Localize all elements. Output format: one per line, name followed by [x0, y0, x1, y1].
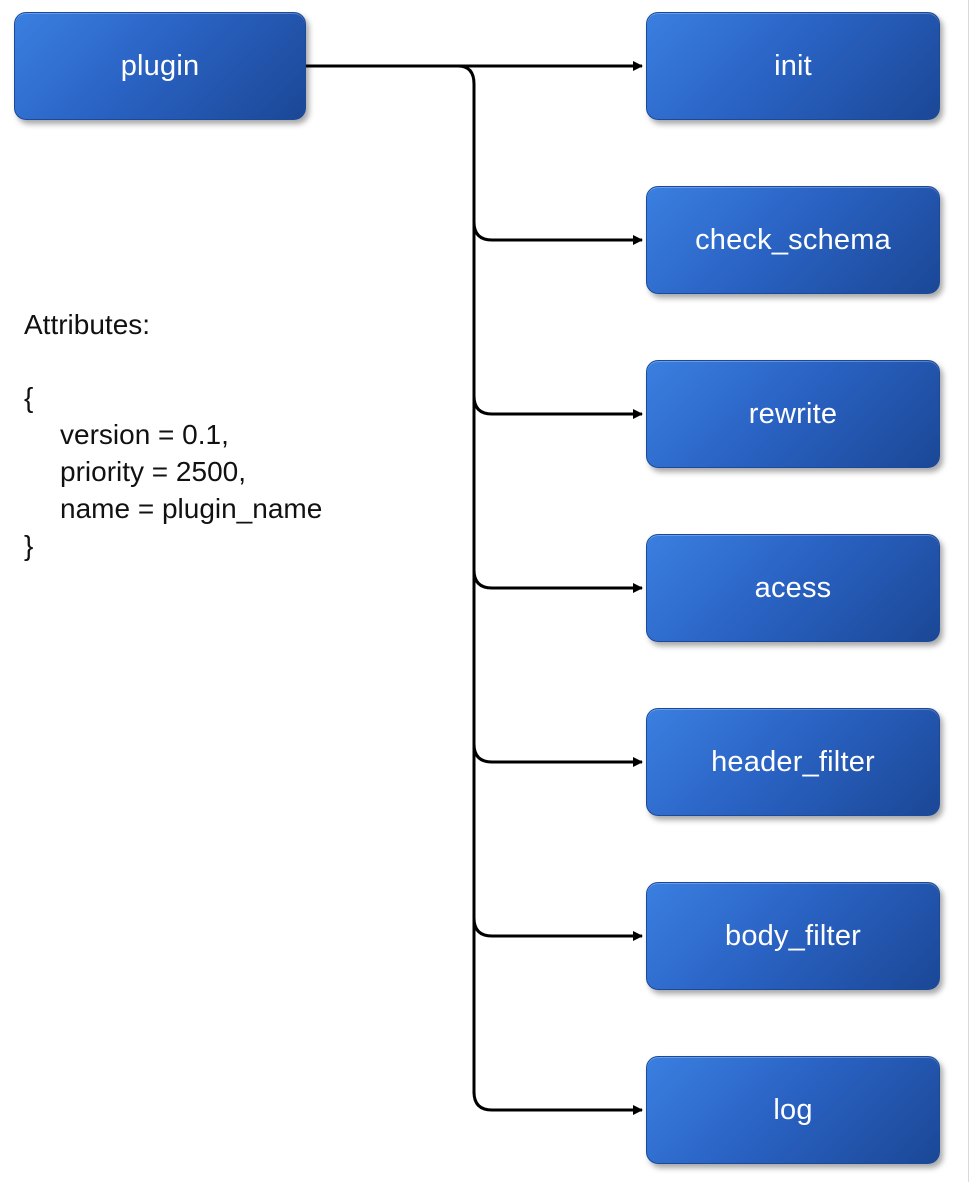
node-acess-label: acess: [754, 571, 832, 604]
connector-rewrite: [472, 395, 643, 419]
node-header-filter: header_filter: [646, 708, 940, 816]
node-rewrite-label: rewrite: [748, 397, 838, 430]
node-log: log: [646, 1056, 940, 1164]
node-acess: acess: [646, 534, 940, 642]
connector-log: [472, 1091, 643, 1115]
connector-acess: [472, 569, 643, 593]
attributes-spacer: [24, 343, 322, 379]
connector-header-filter: [472, 743, 643, 767]
node-check-schema: check_schema: [646, 186, 940, 294]
attributes-open-brace: {: [24, 382, 34, 413]
node-body-filter-label: body_filter: [725, 919, 861, 952]
attribute-version: version = 0.1,: [60, 419, 229, 450]
attribute-name: name = plugin_name: [60, 493, 323, 524]
attribute-priority: priority = 2500,: [60, 456, 246, 487]
connector-trunk: [457, 64, 476, 1094]
attributes-block: Attributes: { version = 0.1, priority = …: [24, 306, 322, 564]
node-check-schema-label: check_schema: [695, 223, 891, 256]
attributes-close-brace: }: [24, 530, 34, 561]
node-log-label: log: [773, 1093, 813, 1126]
node-header-filter-label: header_filter: [711, 745, 875, 778]
node-plugin: plugin: [14, 12, 306, 120]
node-body-filter: body_filter: [646, 882, 940, 990]
page-right-border: [968, 0, 969, 1182]
node-init-label: init: [774, 49, 812, 82]
connector-body-filter: [472, 917, 643, 941]
node-init: init: [646, 12, 940, 120]
connector-check-schema: [472, 221, 643, 245]
node-rewrite: rewrite: [646, 360, 940, 468]
node-plugin-label: plugin: [120, 49, 200, 82]
attributes-heading: Attributes:: [24, 309, 151, 340]
